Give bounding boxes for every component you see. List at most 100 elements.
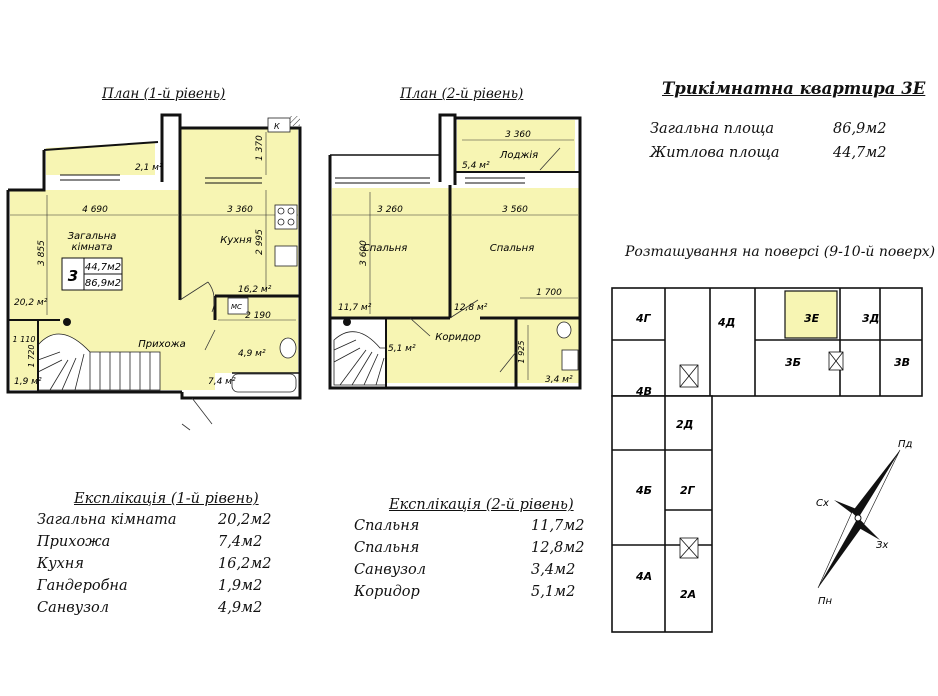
plan2-drawing: Спальня Спальня Коридор Лоджія 11,7 м² 1… (328, 113, 582, 390)
plan2-room-loggia: Лоджія (499, 149, 538, 161)
plan2-dim-3360: 3 360 (505, 130, 531, 140)
plan1-area-wardrobe: 1,9 м² (14, 377, 42, 387)
plan1-riser-dot (63, 318, 71, 326)
expl2-label-0: Спальня (354, 518, 420, 534)
plan2-dim-lines (332, 139, 578, 380)
unit-2d: 2Д (676, 418, 693, 431)
plan1-dim-3855: 3 855 (37, 240, 47, 266)
plan1-dim-1720: 1 720 (27, 345, 36, 368)
summary-living-value: 44,7м2 (833, 145, 887, 161)
expl1-value-2: 16,2м2 (218, 556, 272, 572)
plan2-stairs (333, 331, 387, 386)
plan1-doors (179, 281, 216, 431)
plan2-corridor-fill (386, 318, 516, 383)
plan2-room-bed1: Спальня (363, 243, 408, 254)
expl1-label-3: Гандеробна (37, 578, 128, 594)
plan1-mark-k: К (274, 122, 280, 131)
compass-ne: Пд (898, 439, 913, 450)
plan2-header: План (2-й рівень) (400, 86, 524, 102)
plan2-walls (328, 113, 582, 390)
unit-2a: 2А (680, 588, 696, 601)
apartment-title: Трикімнатна квартира 3Е (662, 79, 926, 98)
plan2-riser-dot (343, 318, 351, 326)
expl1-value-1: 7,4м2 (218, 534, 263, 550)
expl1-value-3: 1,9м2 (218, 578, 263, 594)
expl1-label-0: Загальна кімната (37, 512, 177, 528)
expl1-label-1: Прихожа (37, 534, 111, 550)
summary-total-value: 86,9м2 (833, 121, 887, 137)
plan1-area-hall: 7,4 м² (208, 377, 236, 387)
plan2-dim-1925: 1 925 (517, 341, 526, 364)
plan2-room-bed2: Спальня (490, 243, 535, 254)
location-header: Розташування на поверсі (9-10-й поверх) (625, 244, 936, 260)
unit-3d: 3Д (862, 312, 879, 325)
plan2-dim-3560: 3 560 (502, 205, 528, 215)
unit-4g: 4Г (635, 312, 652, 325)
expl2-value-0: 11,7м2 (531, 518, 585, 534)
expl1-value-0: 20,2м2 (218, 512, 272, 528)
plan1-vent-shaft (290, 116, 300, 126)
floor-unit-labels: 4Г 4Д 3Е 3Д 3Б 3В 4В 2Д 4Б 2Г 4А 2А (635, 312, 910, 601)
plan1-room-kitchen: Кухня (220, 235, 252, 246)
plan2-dim-3600: 3 600 (359, 240, 369, 266)
plan1-dim-1110: 1 110 (13, 335, 36, 344)
expl1-value-4: 4,9м2 (218, 600, 263, 616)
plan2-area-loggia: 5,4 м² (462, 161, 490, 171)
plan1-area-living: 20,2 м² (14, 298, 48, 308)
floor-elevators (679, 351, 844, 559)
plan2-area-bed1: 11,7 м² (338, 303, 372, 313)
plan2-area-bath: 3,4 м² (545, 375, 573, 385)
compass-nw: Сх (816, 498, 829, 509)
plan2-area-corridor: 5,1 м² (388, 344, 416, 354)
plan2-loggia-fill (457, 120, 575, 172)
compass-se: Зх (876, 540, 888, 551)
expl1-label-2: Кухня (37, 556, 84, 572)
floor-walls (611, 287, 923, 633)
plan1-walls (6, 113, 302, 400)
unit-3b: 3Б (785, 356, 801, 369)
expl2-value-1: 12,8м2 (531, 540, 585, 556)
plan1-bath-fixtures (227, 297, 297, 393)
expl1-label-4: Санвузол (37, 600, 110, 616)
expl2-value-2: 3,4м2 (531, 562, 576, 578)
plan1-stairs (37, 333, 161, 391)
plan1-hall-fill-a (180, 298, 215, 390)
plan1-kitchen-stove (274, 204, 298, 267)
plan2-dim-1700: 1 700 (536, 288, 562, 298)
unit-4v: 4В (635, 385, 652, 398)
plan2-doors (409, 147, 561, 373)
plan1-balcony-fill (46, 142, 155, 175)
explication1-title: Експлікація (1-й рівень) (74, 491, 259, 507)
plan1-header: План (1-й рівень) (102, 86, 226, 102)
floor-plan: 4Г 4Д 3Е 3Д 3Б 3В 4В 2Д 4Б 2Г 4А 2А (611, 287, 923, 633)
summary-total-label: Загальна площа (650, 121, 775, 137)
plan1-area-balcony: 2,1 м² (135, 163, 163, 173)
unit-4a: 4А (635, 570, 652, 583)
expl2-label-2: Санвузол (354, 562, 427, 578)
plan1-room-living-l1: Загальна (68, 231, 117, 242)
plan1-wardrobe-fill (10, 322, 38, 388)
compass-sw: Пн (818, 596, 833, 607)
plan2-bed1-fill (332, 188, 450, 318)
plan1-area-kitchen: 16,2 м² (238, 285, 272, 295)
plan1-dim-2995: 2 995 (255, 229, 265, 255)
plan2-bath-fixtures (556, 321, 579, 371)
unit-3e: 3Е (804, 312, 820, 325)
unit-3v: 3В (894, 356, 910, 369)
plan1-bath-fill (215, 298, 298, 373)
plan1-dim-3360: 3 360 (227, 205, 253, 215)
plan2-bed2-fill (450, 188, 580, 318)
plan1-badge-total: 86,9м2 (85, 278, 121, 289)
plan1-badge-living: 44,7м2 (85, 262, 121, 273)
floor-highlight-3e (784, 290, 838, 339)
unit-4b: 4Б (635, 484, 652, 497)
unit-2g: 2Г (680, 484, 696, 497)
expl2-label-3: Коридор (354, 584, 420, 600)
unit-4d: 4Д (717, 316, 735, 329)
plan2-area-bed2: 12,8 м² (454, 303, 488, 313)
plan1-mark-mc: МС (231, 303, 242, 311)
plan1-badge-rooms: 3 (68, 267, 78, 285)
plan1-room-hall: Прихожа (138, 339, 186, 350)
plan1-dim-1370: 1 370 (255, 135, 265, 161)
